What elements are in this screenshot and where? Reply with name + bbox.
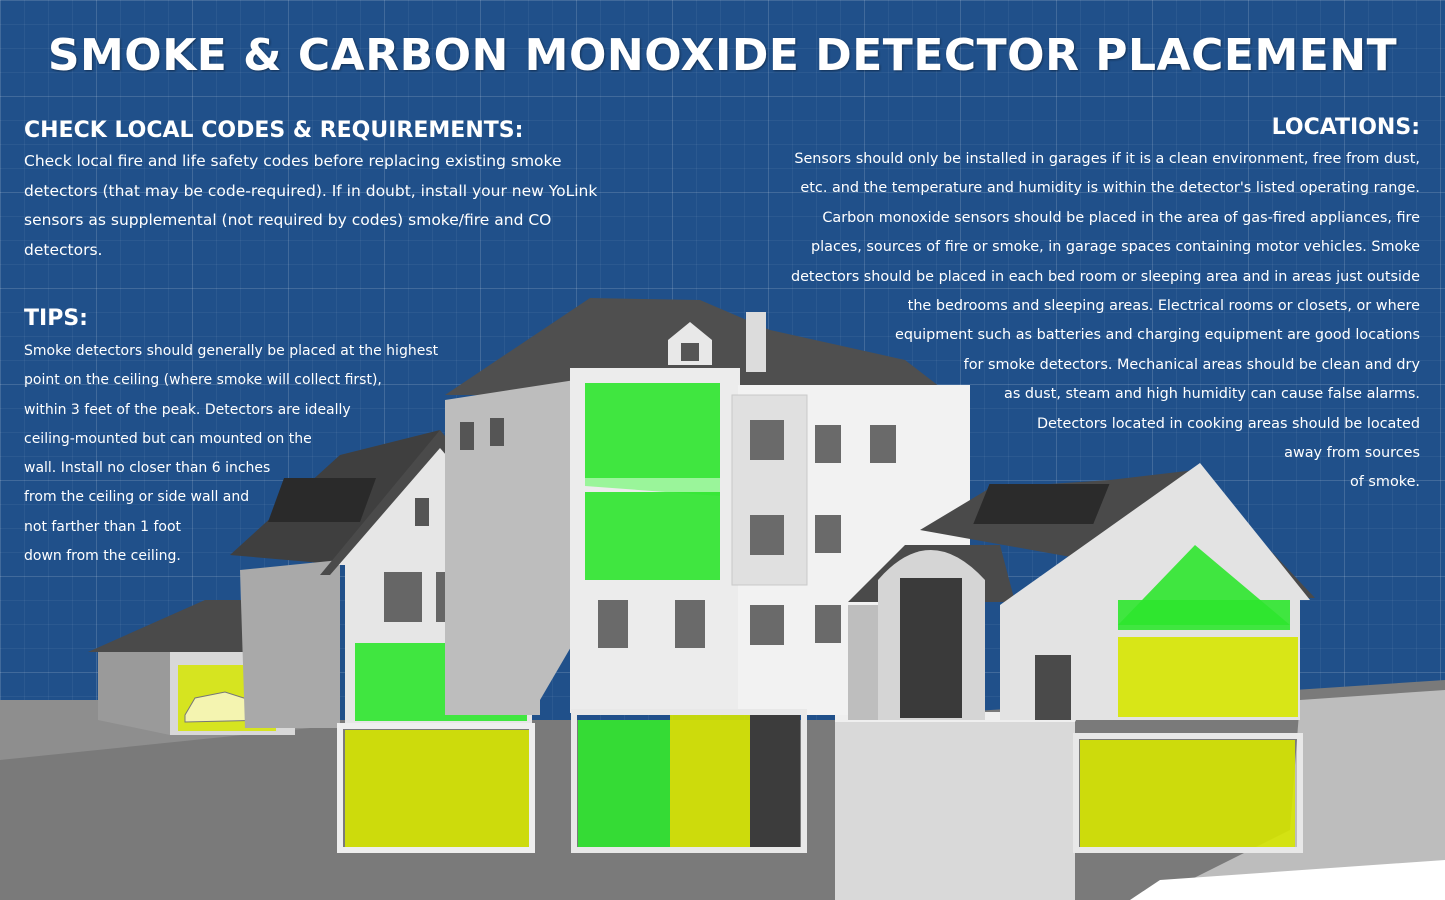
tips-heading: TIPS:	[24, 306, 88, 331]
central-left-wing	[445, 380, 575, 715]
central-basement-co	[670, 715, 750, 847]
left-solar-panel	[268, 478, 377, 522]
left-co-zone	[345, 730, 530, 848]
locations-line: away from sources	[1284, 445, 1420, 462]
right-vault-glass	[900, 578, 962, 718]
central-window-c	[750, 420, 784, 460]
left-house-wall-side	[240, 560, 340, 728]
central-floor-slab	[585, 478, 720, 496]
locations-line: equipment such as batteries and charging…	[895, 327, 1420, 344]
locations-body: Sensors should only be installed in gara…	[791, 145, 1420, 498]
central-window-i	[815, 605, 841, 643]
right-wall-left	[848, 605, 878, 720]
central-smoke-zone-lower	[585, 492, 720, 580]
check-codes-line: detectors.	[24, 240, 103, 259]
central-window-h	[750, 605, 784, 645]
locations-line: of smoke.	[1349, 474, 1420, 491]
tips-line: down from the ceiling.	[24, 548, 181, 565]
check-codes-body: Check local fire and life safety codes b…	[24, 147, 597, 265]
locations-line: Carbon monoxide sensors should be placed…	[822, 209, 1420, 226]
tips-line: not farther than 1 foot	[24, 518, 181, 535]
central-basement-dark	[750, 712, 800, 848]
central-window-a	[598, 600, 628, 648]
locations-line: as dust, steam and high humidity can cau…	[1004, 386, 1420, 403]
locations-line: for smoke detectors. Mechanical areas sh…	[963, 356, 1420, 373]
check-codes-line: sensors as supplemental (not required by…	[24, 211, 552, 229]
check-codes-heading: CHECK LOCAL CODES & REQUIREMENTS:	[24, 118, 524, 143]
central-basement-smoke	[578, 720, 670, 848]
central-window-j	[460, 422, 474, 450]
check-codes-line: detectors (that may be code-required). I…	[24, 181, 598, 200]
right-solar-panel	[973, 484, 1110, 524]
page-title: SMOKE & CARBON MONOXIDE DETECTOR PLACEME…	[47, 30, 1398, 81]
left-window-1	[415, 498, 429, 526]
central-chimney	[746, 312, 766, 372]
central-dormer-window	[681, 343, 699, 361]
tips-line: Smoke detectors should generally be plac…	[24, 343, 439, 359]
left-basement-frame	[337, 723, 535, 853]
right-co-zone-main	[1118, 637, 1298, 717]
central-window-b	[675, 600, 705, 648]
tips-line: point on the ceiling (where smoke will c…	[24, 372, 382, 389]
right-smoke-zone-attic	[1118, 600, 1290, 630]
right-basement-frame	[1073, 733, 1303, 853]
tips-line: ceiling-mounted but can mounted on the	[24, 430, 312, 447]
tips-line: from the ceiling or side wall and	[24, 489, 250, 506]
check-codes-line: Check local fire and life safety codes b…	[24, 152, 562, 170]
tips-line: within 3 feet of the peak. Detectors are…	[24, 401, 351, 418]
tips-line: wall. Install no closer than 6 inches	[24, 460, 271, 477]
right-door	[1035, 655, 1071, 720]
central-window-f	[750, 515, 784, 555]
central-basement-frame	[571, 709, 807, 853]
central-window-k	[490, 418, 504, 446]
right-co-zone-basement	[1080, 740, 1295, 848]
basement-block	[835, 720, 1075, 900]
central-window-e	[870, 425, 896, 463]
locations-line: Sensors should only be installed in gara…	[794, 151, 1420, 167]
central-window-g	[815, 515, 841, 553]
central-window-d	[815, 425, 841, 463]
left-window-3	[384, 572, 422, 622]
locations-line: etc. and the temperature and humidity is…	[800, 180, 1420, 197]
locations-heading: LOCATIONS:	[1271, 115, 1420, 140]
locations-line: detectors should be placed in each bed r…	[790, 268, 1420, 285]
tips-body: Smoke detectors should generally be plac…	[24, 337, 438, 571]
locations-line: the bedrooms and sleeping areas. Electri…	[907, 298, 1420, 315]
pit-floor	[1130, 860, 1445, 900]
central-smoke-zone-upper	[585, 383, 720, 478]
garage-wall-side	[98, 652, 170, 735]
locations-line: Detectors located in cooking areas shoul…	[1036, 415, 1420, 432]
locations-line: places, sources of fire or smoke, in gar…	[811, 239, 1420, 256]
